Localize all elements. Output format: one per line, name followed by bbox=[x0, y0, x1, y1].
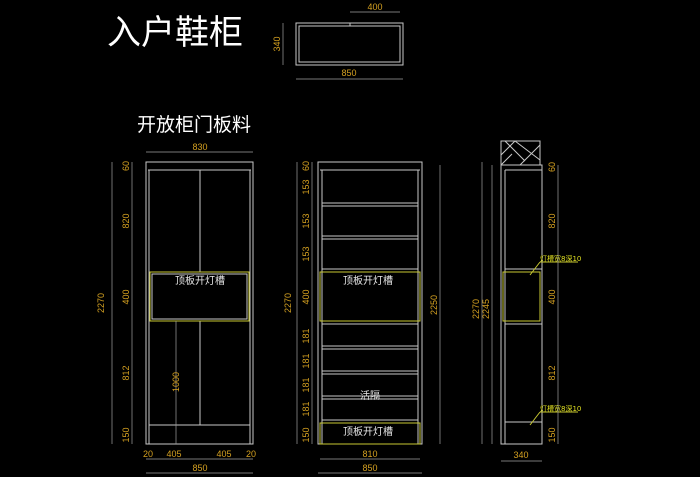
drawing-title: 入户鞋柜 bbox=[107, 13, 243, 53]
dim-depth: 340 bbox=[513, 450, 528, 460]
movable-shelf-label: 活隔 bbox=[360, 390, 380, 402]
dim-top-part: 400 bbox=[367, 2, 382, 12]
dim-chain: 181 bbox=[301, 353, 311, 368]
dim-chain: 181 bbox=[301, 401, 311, 416]
shelves bbox=[322, 202, 418, 421]
dim-bottom: 20 bbox=[246, 449, 256, 459]
dim-chain: 150 bbox=[547, 427, 557, 442]
dim-bottom: 405 bbox=[166, 449, 181, 459]
dim-chain: 820 bbox=[547, 213, 557, 228]
dim-bottom: 405 bbox=[216, 449, 231, 459]
dim-door-height: 1000 bbox=[171, 372, 181, 392]
dim-chain: 181 bbox=[301, 328, 311, 343]
light-slot-note-top: 灯槽宽8深10 bbox=[540, 254, 581, 263]
dim-total-width: 850 bbox=[362, 463, 377, 473]
dim-height: 2270 bbox=[283, 293, 293, 313]
dim-chain: 400 bbox=[301, 289, 311, 304]
dim-chain: 812 bbox=[121, 365, 131, 380]
dim-chain: 812 bbox=[547, 365, 557, 380]
dim-chain: 150 bbox=[301, 427, 311, 442]
dim-chain: 181 bbox=[301, 377, 311, 392]
dim-chain: 60 bbox=[547, 162, 557, 172]
dim-chain: 820 bbox=[121, 213, 131, 228]
dim-chain: 400 bbox=[547, 289, 557, 304]
dim-inner-height: 2250 bbox=[429, 295, 439, 315]
dim-inner-width: 810 bbox=[362, 449, 377, 459]
front-view: 顶板开灯槽 1000 830 2270 60 820 400 812 150 2… bbox=[96, 142, 256, 474]
light-slot-top-label: 顶板开灯槽 bbox=[343, 274, 393, 287]
dim-chain: 153 bbox=[301, 213, 311, 228]
dim-chain: 150 bbox=[121, 427, 131, 442]
dim-chain: 153 bbox=[301, 179, 311, 194]
light-slot-label: 顶板开灯槽 bbox=[175, 274, 225, 287]
light-slot-note-bottom: 灯槽宽8深10 bbox=[540, 404, 581, 413]
dim-top-depth: 340 bbox=[272, 36, 282, 51]
light-slot-bottom-label: 顶板开灯槽 bbox=[343, 425, 393, 438]
dim-top-width: 850 bbox=[341, 68, 356, 78]
dim-chain: 153 bbox=[301, 246, 311, 261]
dim-chain: 60 bbox=[301, 161, 311, 171]
side-view: 灯槽宽8深10 灯槽宽8深10 2270 2245 60 820 400 812… bbox=[471, 140, 581, 462]
dim-height: 2270 bbox=[471, 299, 481, 319]
dim-bottom: 20 bbox=[143, 449, 153, 459]
drawing-subtitle: 开放柜门板料 bbox=[137, 114, 251, 136]
dim-height: 2270 bbox=[96, 293, 106, 313]
dim-inner-height: 2245 bbox=[481, 299, 491, 319]
top-view: 400 850 340 bbox=[272, 2, 404, 80]
dim-chain: 60 bbox=[121, 161, 131, 171]
dim-chain: 400 bbox=[121, 289, 131, 304]
dim-bottom-total: 850 bbox=[192, 463, 207, 473]
dim-top-width: 830 bbox=[192, 142, 207, 152]
open-view: 顶板开灯槽 顶板开灯槽 活隔 2270 60 153 153 153 400 1… bbox=[283, 161, 441, 474]
